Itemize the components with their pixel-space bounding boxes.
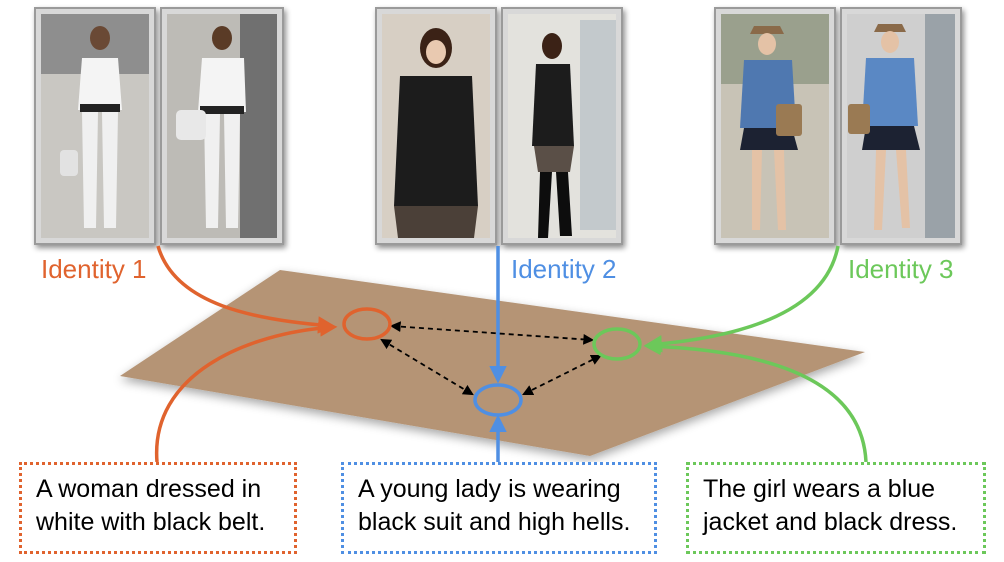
identity-3-node	[592, 327, 642, 361]
identity-1-label: Identity 1	[41, 254, 147, 284]
identity-3-photo-b	[840, 7, 962, 245]
identity-1-node	[342, 307, 392, 341]
identity-2-photo-b	[501, 7, 623, 245]
identity-3-caption-box: The girl wears a blue jacket and black d…	[686, 462, 986, 554]
identity-3-label: Identity 3	[848, 254, 954, 284]
identity-3-photo-a	[714, 7, 836, 245]
identity-1-caption-line-1: A woman dressed in	[36, 475, 262, 503]
identity-3-caption-line-1: The girl wears a blue	[703, 475, 936, 503]
identity-1-caption-box: A woman dressed in white with black belt…	[19, 462, 297, 554]
identity-3-text-arrow	[643, 337, 868, 463]
identity-3-photos	[714, 7, 962, 245]
identity-1-photo-a	[34, 7, 156, 245]
identity-2-caption-box: A young lady is wearing black suit and h…	[341, 462, 657, 554]
identity-2-node	[473, 383, 523, 417]
identity-2-caption-line-2: black suit and high hells.	[358, 508, 631, 536]
identity-1-text-arrow	[155, 319, 338, 463]
identity-2-photo-a	[375, 7, 497, 245]
identity-2-photos	[375, 7, 623, 245]
identity-1-caption-line-2: white with black belt.	[36, 508, 266, 536]
identity-2-label: Identity 2	[511, 254, 617, 284]
identity-1-photos	[34, 7, 284, 245]
relation-1-3-arrow	[389, 321, 595, 345]
identity-2-caption-line-1: A young lady is wearing	[358, 475, 621, 503]
identity-1-photo-b	[160, 7, 284, 245]
embedding-plane	[120, 270, 865, 456]
identity-3-caption-line-2: jacket and black dress.	[703, 508, 958, 536]
identity-1-image-arrow	[156, 245, 336, 334]
identity-3-image-arrow	[644, 245, 840, 353]
